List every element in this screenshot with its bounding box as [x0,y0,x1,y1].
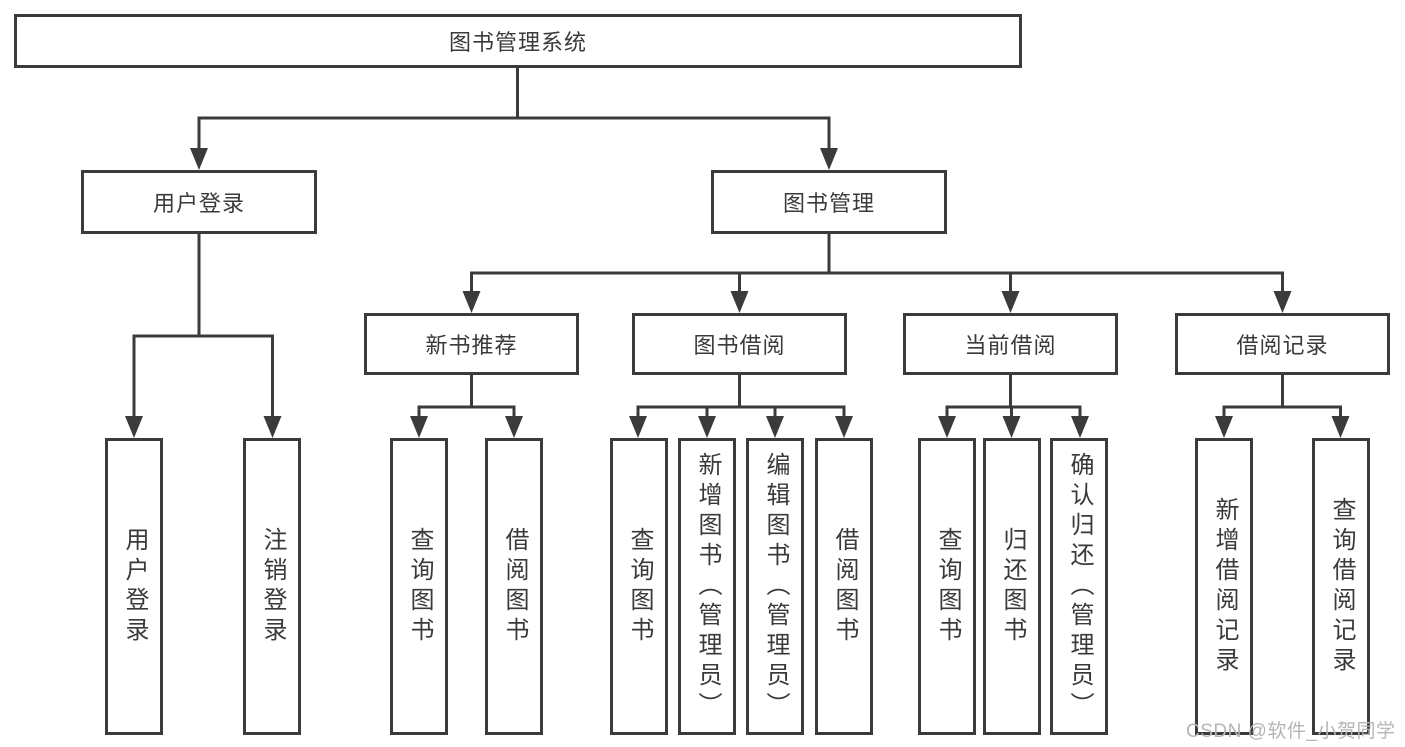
leaf-borrow-books-recommend: 借阅图书 [485,438,543,735]
arrowhead-icon [1331,416,1350,438]
arrowhead-icon [629,416,647,438]
node-label: 用户登录 [121,526,148,647]
node-label: 借阅记录 [1236,333,1329,358]
arrowhead-icon [1001,291,1020,313]
arrowhead-icon [730,291,749,313]
arrowhead-icon [462,291,481,313]
node-new-book-recommend: 新书推荐 [364,313,579,375]
leaf-logout: 注销登录 [243,438,301,735]
node-label: 新增图书（管理员） [694,451,721,722]
node-label: 确认归还（管理员） [1066,451,1093,722]
node-label: 图书借阅 [693,333,786,358]
arrowhead-icon [1215,416,1233,438]
node-label: 查询图书 [934,526,961,647]
arrowhead-icon [938,416,956,438]
node-book-management-system: 图书管理系统 [14,14,1022,68]
node-label: 新书推荐 [425,333,518,358]
leaf-add-book-admin: 新增图书（管理员） [678,438,736,735]
arrowhead-icon [766,416,784,438]
arrowhead-icon [410,416,428,438]
node-label: 注销登录 [259,526,286,647]
leaf-borrow-books-borrowing: 借阅图书 [815,438,873,735]
node-label: 用户登录 [152,191,245,216]
node-label: 借阅图书 [501,526,528,647]
arrowhead-icon [698,416,716,438]
node-book-management: 图书管理 [711,170,947,234]
arrowhead-icon [835,416,853,438]
leaf-query-borrow-record: 查询借阅记录 [1312,438,1370,735]
node-label: 当前借阅 [964,333,1057,358]
leaf-query-books-borrowing: 查询图书 [610,438,668,735]
leaf-add-borrow-record: 新增借阅记录 [1195,438,1253,735]
node-label: 新增借阅记录 [1211,496,1238,677]
node-label: 查询图书 [626,526,653,647]
arrowhead-icon [263,416,282,438]
leaf-confirm-return-admin: 确认归还（管理员） [1050,438,1108,735]
arrowhead-icon [505,416,523,438]
node-label: 图书管理系统 [448,30,587,55]
node-label: 借阅图书 [831,526,858,647]
node-label: 图书管理 [782,191,875,216]
arrowhead-icon [1071,416,1089,438]
arrowhead-icon [1002,416,1021,438]
leaf-query-books-recommend: 查询图书 [390,438,448,735]
leaf-edit-book-admin: 编辑图书（管理员） [746,438,804,735]
node-label: 编辑图书（管理员） [762,451,789,722]
csdn-watermark: CSDN @软件_小贺同学 [1186,721,1396,742]
leaf-return-books: 归还图书 [983,438,1041,735]
leaf-user-login: 用户登录 [105,438,163,735]
node-borrowing-records: 借阅记录 [1175,313,1390,375]
arrowhead-icon [125,416,143,438]
arrowhead-icon [820,148,838,170]
node-book-borrowing: 图书借阅 [632,313,847,375]
node-label: 查询借阅记录 [1328,496,1355,677]
node-label: 归还图书 [999,526,1026,647]
leaf-query-books-current: 查询图书 [918,438,976,735]
arrowhead-icon [190,148,208,170]
node-current-borrowing: 当前借阅 [903,313,1118,375]
node-user-login: 用户登录 [81,170,317,234]
node-label: 查询图书 [406,526,433,647]
arrowhead-icon [1273,291,1292,313]
